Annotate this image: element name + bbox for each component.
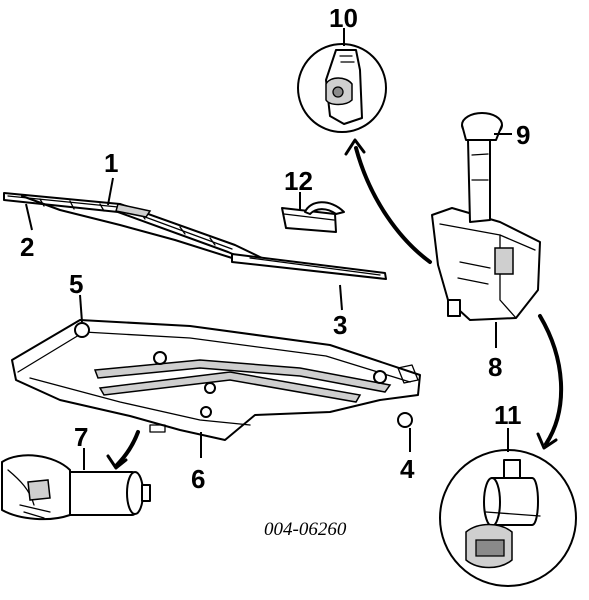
wiper-motor-part (1, 454, 151, 521)
leader-lines (25, 28, 512, 470)
wiper-clip-part (281, 201, 345, 233)
arrow-connector-detail (344, 138, 432, 264)
connector-inset (297, 43, 387, 133)
callout-1: 1 (104, 148, 118, 178)
callout-4: 4 (400, 454, 415, 484)
callout-5: 5 (69, 269, 83, 299)
callout-12: 12 (284, 166, 313, 196)
diagram-reference-code: 004-06260 (264, 519, 347, 540)
wiper-linkage-frame (11, 319, 421, 441)
washer-pump-inset (439, 449, 577, 587)
washer-reservoir-part (431, 207, 541, 321)
callout-3: 3 (333, 310, 347, 340)
callout-10: 10 (329, 3, 358, 33)
wiper-arm (21, 195, 233, 259)
filler-neck-part (461, 112, 503, 223)
callout-6: 6 (191, 464, 205, 494)
callout-7: 7 (74, 422, 88, 452)
arrow-motor-detail (106, 430, 140, 470)
arrow-pump-detail (536, 314, 564, 450)
callout-9: 9 (516, 120, 530, 150)
callout-2: 2 (20, 232, 34, 262)
callout-11: 11 (494, 400, 522, 430)
callout-8: 8 (488, 352, 502, 382)
